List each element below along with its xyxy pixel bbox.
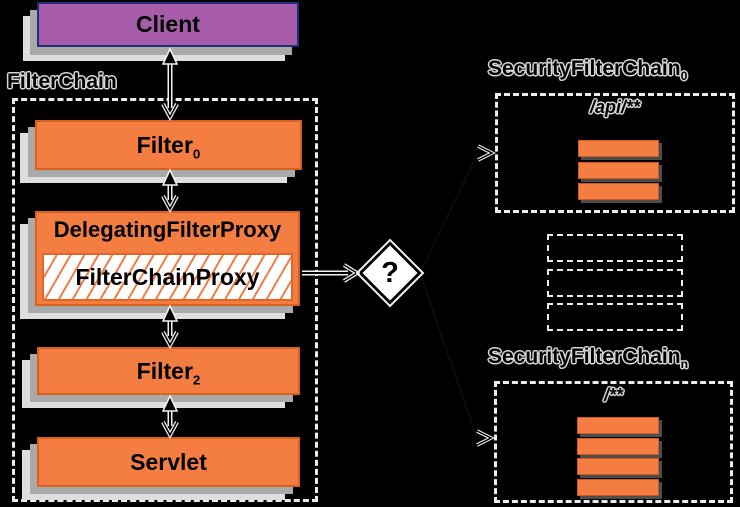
ellipsis-chain-box <box>547 303 683 331</box>
diamond-to-chains-connectors <box>419 152 479 439</box>
security-filter-bar <box>578 183 659 200</box>
security-filter-chain-n-pattern-text: /** <box>603 385 623 405</box>
security-filter-chain-n-pattern: /** <box>497 385 730 406</box>
security-filter-bar <box>578 162 659 179</box>
filterchain-label-text: FilterChain <box>7 70 117 93</box>
security-filter-chain-0-label: SecurityFilterChain0 <box>488 57 688 84</box>
filter-chain-proxy-box: FilterChainProxy <box>42 253 293 301</box>
filterchain-label: FilterChain <box>7 70 117 94</box>
security-filter-chain-0-label-text: SecurityFilterChain <box>488 57 681 80</box>
security-filter-chain-0-box: /api/** <box>495 93 735 213</box>
filter0-label: Filter0 <box>37 131 300 162</box>
decision-question-mark: ? <box>375 258 405 288</box>
ellipsis-chain-box <box>547 234 683 262</box>
security-filter-bar <box>578 140 659 157</box>
filter2-subscript: 2 <box>192 372 201 388</box>
filter0-label-text: Filter <box>136 131 193 158</box>
delegating-filter-proxy-box: DelegatingFilterProxy FilterChainProxy <box>35 211 300 306</box>
filter0-box: Filter0 <box>35 120 302 170</box>
security-filter-chain-n-label-text: SecurityFilterChain <box>488 345 681 368</box>
delegating-filter-proxy-label: DelegatingFilterProxy <box>37 217 298 243</box>
ellipsis-chain-box <box>547 269 683 297</box>
servlet-label: Servlet <box>39 449 298 476</box>
filterchain-container <box>12 98 318 502</box>
decision-question-mark-text: ? <box>381 257 399 289</box>
delegating-filter-proxy-label-text: DelegatingFilterProxy <box>53 217 282 242</box>
filter0-subscript: 0 <box>192 146 201 162</box>
filter-chain-proxy-label: FilterChainProxy <box>75 263 260 290</box>
servlet-box: Servlet <box>37 437 300 487</box>
diamond-to-chain0-arrowhead <box>477 144 496 162</box>
servlet-label-text: Servlet <box>130 448 207 475</box>
diamond-to-chainn-arrowhead <box>476 429 495 447</box>
security-filter-chain-0-subscript: 0 <box>680 69 688 84</box>
security-filter-bar <box>577 417 659 434</box>
security-filter-chain-n-box: /** <box>494 381 733 503</box>
security-filter-chain-n-label: SecurityFilterChainn <box>488 345 688 372</box>
client-box: Client <box>37 2 299 47</box>
security-filter-chain-0-pattern: /api/** <box>498 97 732 118</box>
client-label-text: Client <box>136 11 200 37</box>
filter2-box: Filter2 <box>37 347 300 395</box>
security-filter-chain-n-subscript: n <box>680 357 688 372</box>
filter2-label-text: Filter <box>136 357 193 384</box>
security-filter-bar <box>577 438 659 455</box>
security-filter-bar <box>577 458 659 475</box>
filter2-label: Filter2 <box>39 357 298 388</box>
security-filter-chain-0-pattern-text: /api/** <box>589 97 641 117</box>
security-filter-bar <box>577 479 659 496</box>
client-label: Client <box>39 11 297 38</box>
